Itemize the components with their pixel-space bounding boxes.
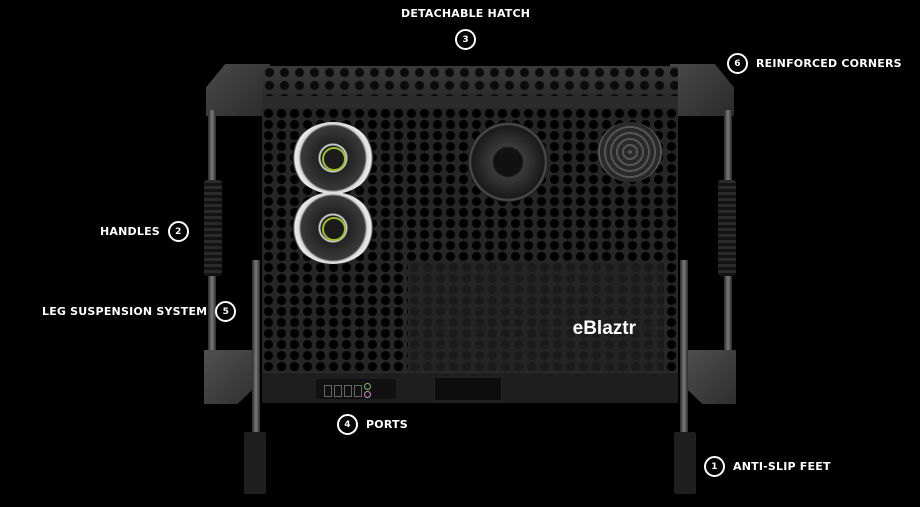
power-inlet — [434, 377, 502, 401]
reinforced-corner-right — [670, 64, 734, 116]
callout-handles: Handles 5 2 — [100, 221, 189, 242]
gpu-fan-top — [292, 122, 374, 194]
psu-fan — [598, 122, 662, 182]
reinforced-corner-left — [206, 64, 270, 116]
callout-label: Detachable Hatch — [401, 7, 531, 20]
handle-left — [204, 180, 222, 276]
psu-shroud: eBlaztr — [408, 262, 664, 372]
brand-logo: eBlaztr — [572, 318, 636, 339]
callout-detachable-hatch: Detachable Hatch 3 — [401, 7, 530, 50]
anti-slip-foot-left — [244, 432, 266, 494]
audio-jack-icon — [364, 383, 371, 390]
number-badge-icon: 3 — [455, 29, 477, 50]
usb-port — [334, 385, 342, 397]
cpu-cooler-fan — [468, 122, 548, 202]
gpu-fan-bottom — [292, 192, 374, 264]
callout-anti-slip-feet: 1 Anti-Slip Feet — [704, 456, 831, 477]
front-ports — [316, 379, 396, 399]
anti-slip-foot-right — [674, 432, 696, 494]
io-panel — [262, 372, 678, 403]
number-badge-icon: 6 — [727, 53, 748, 74]
callout-label: Leg Suspension System — [42, 305, 208, 318]
usb-port — [344, 385, 352, 397]
mic-jack-icon — [364, 391, 371, 398]
number-badge-icon: 5 — [215, 301, 237, 322]
callout-label: Reinforced Corners — [756, 57, 902, 70]
callout-leg-suspension-system: Leg Suspension System 5 — [42, 301, 237, 322]
number-badge-icon: 1 — [704, 456, 725, 477]
handle-right — [718, 180, 736, 276]
callout-label: Handles — [100, 225, 160, 238]
number-badge-icon: 2 — [167, 221, 189, 242]
callout-ports: 4 Ports — [337, 414, 408, 435]
front-leg-left — [252, 260, 260, 490]
pc-case-illustration: eBlaztr — [200, 60, 740, 494]
number-badge-icon: 4 — [337, 414, 358, 435]
usb-port — [324, 385, 332, 397]
callout-label: Ports — [366, 418, 408, 431]
detachable-hatch-panel — [262, 66, 678, 108]
callout-label: Anti-Slip Feet — [733, 460, 831, 473]
usb-port — [354, 385, 362, 397]
callout-reinforced-corners: 6 Reinforced Corners — [727, 53, 902, 74]
leg-bracket-right — [680, 350, 736, 404]
front-leg-right — [680, 260, 688, 490]
